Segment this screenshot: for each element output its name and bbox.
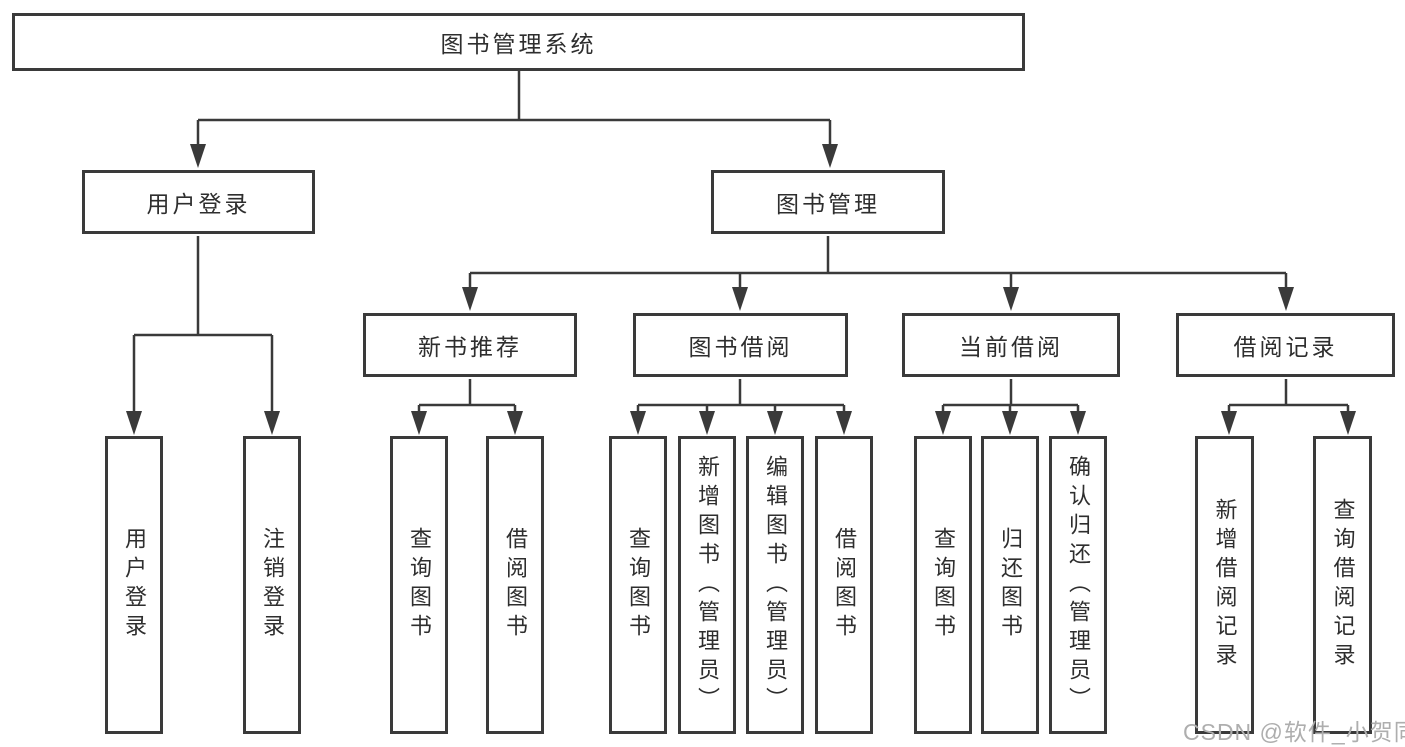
node-book-borrow-label: 图书借阅 bbox=[688, 334, 793, 360]
leaf-edit-books-admin: 编辑图书（管理员） bbox=[746, 436, 804, 734]
leaf-query-books-recommend-label: 查询图书 bbox=[407, 527, 432, 643]
node-new-book-recommend: 新书推荐 bbox=[363, 313, 577, 377]
arrowheads bbox=[126, 144, 1356, 435]
leaf-query-books-borrow-label: 查询图书 bbox=[626, 527, 651, 643]
leaf-add-borrow-record-label: 新增借阅记录 bbox=[1212, 498, 1238, 672]
leaf-add-books-admin: 新增图书（管理员） bbox=[678, 436, 736, 734]
leaf-query-borrow-record-label: 查询借阅记录 bbox=[1330, 498, 1356, 672]
leaf-borrow-books-recommend-label: 借阅图书 bbox=[503, 527, 528, 643]
leaf-query-books-recommend: 查询图书 bbox=[390, 436, 448, 734]
leaf-query-books-current-label: 查询图书 bbox=[931, 527, 956, 643]
leaf-confirm-return-admin: 确认归还（管理员） bbox=[1049, 436, 1107, 734]
leaf-borrow-books-recommend: 借阅图书 bbox=[486, 436, 544, 734]
leaf-user-login-label: 用户登录 bbox=[122, 527, 147, 643]
node-new-book-recommend-label: 新书推荐 bbox=[418, 334, 522, 360]
node-book-management-label: 图书管理 bbox=[776, 191, 880, 217]
leaf-query-books-borrow: 查询图书 bbox=[609, 436, 667, 734]
leaf-borrow-books-label: 借阅图书 bbox=[832, 527, 857, 643]
node-current-borrow-label: 当前借阅 bbox=[959, 334, 1063, 360]
leaf-user-login: 用户登录 bbox=[105, 436, 163, 734]
node-root-label: 图书管理系统 bbox=[440, 31, 597, 57]
leaf-query-books-current: 查询图书 bbox=[914, 436, 972, 734]
node-book-management: 图书管理 bbox=[711, 170, 945, 234]
node-borrow-records: 借阅记录 bbox=[1176, 313, 1395, 377]
node-user-login: 用户登录 bbox=[82, 170, 315, 234]
leaf-confirm-return-admin-label: 确认归还（管理员） bbox=[1066, 454, 1091, 716]
watermark: CSDN @软件_小贺同学 bbox=[1183, 719, 1405, 745]
node-root: 图书管理系统 bbox=[12, 13, 1025, 71]
node-current-borrow: 当前借阅 bbox=[902, 313, 1120, 377]
leaf-edit-books-admin-label: 编辑图书（管理员） bbox=[763, 454, 788, 716]
leaf-borrow-books: 借阅图书 bbox=[815, 436, 873, 734]
node-user-login-label: 用户登录 bbox=[146, 191, 251, 217]
leaf-return-books-label: 归还图书 bbox=[998, 527, 1023, 643]
node-book-borrow: 图书借阅 bbox=[633, 313, 848, 377]
leaf-logout: 注销登录 bbox=[243, 436, 301, 734]
leaf-add-borrow-record: 新增借阅记录 bbox=[1195, 436, 1254, 734]
leaf-return-books: 归还图书 bbox=[981, 436, 1039, 734]
leaf-logout-label: 注销登录 bbox=[260, 527, 285, 643]
leaf-add-books-admin-label: 新增图书（管理员） bbox=[695, 454, 720, 716]
leaf-query-borrow-record: 查询借阅记录 bbox=[1313, 436, 1372, 734]
node-borrow-records-label: 借阅记录 bbox=[1233, 334, 1338, 360]
